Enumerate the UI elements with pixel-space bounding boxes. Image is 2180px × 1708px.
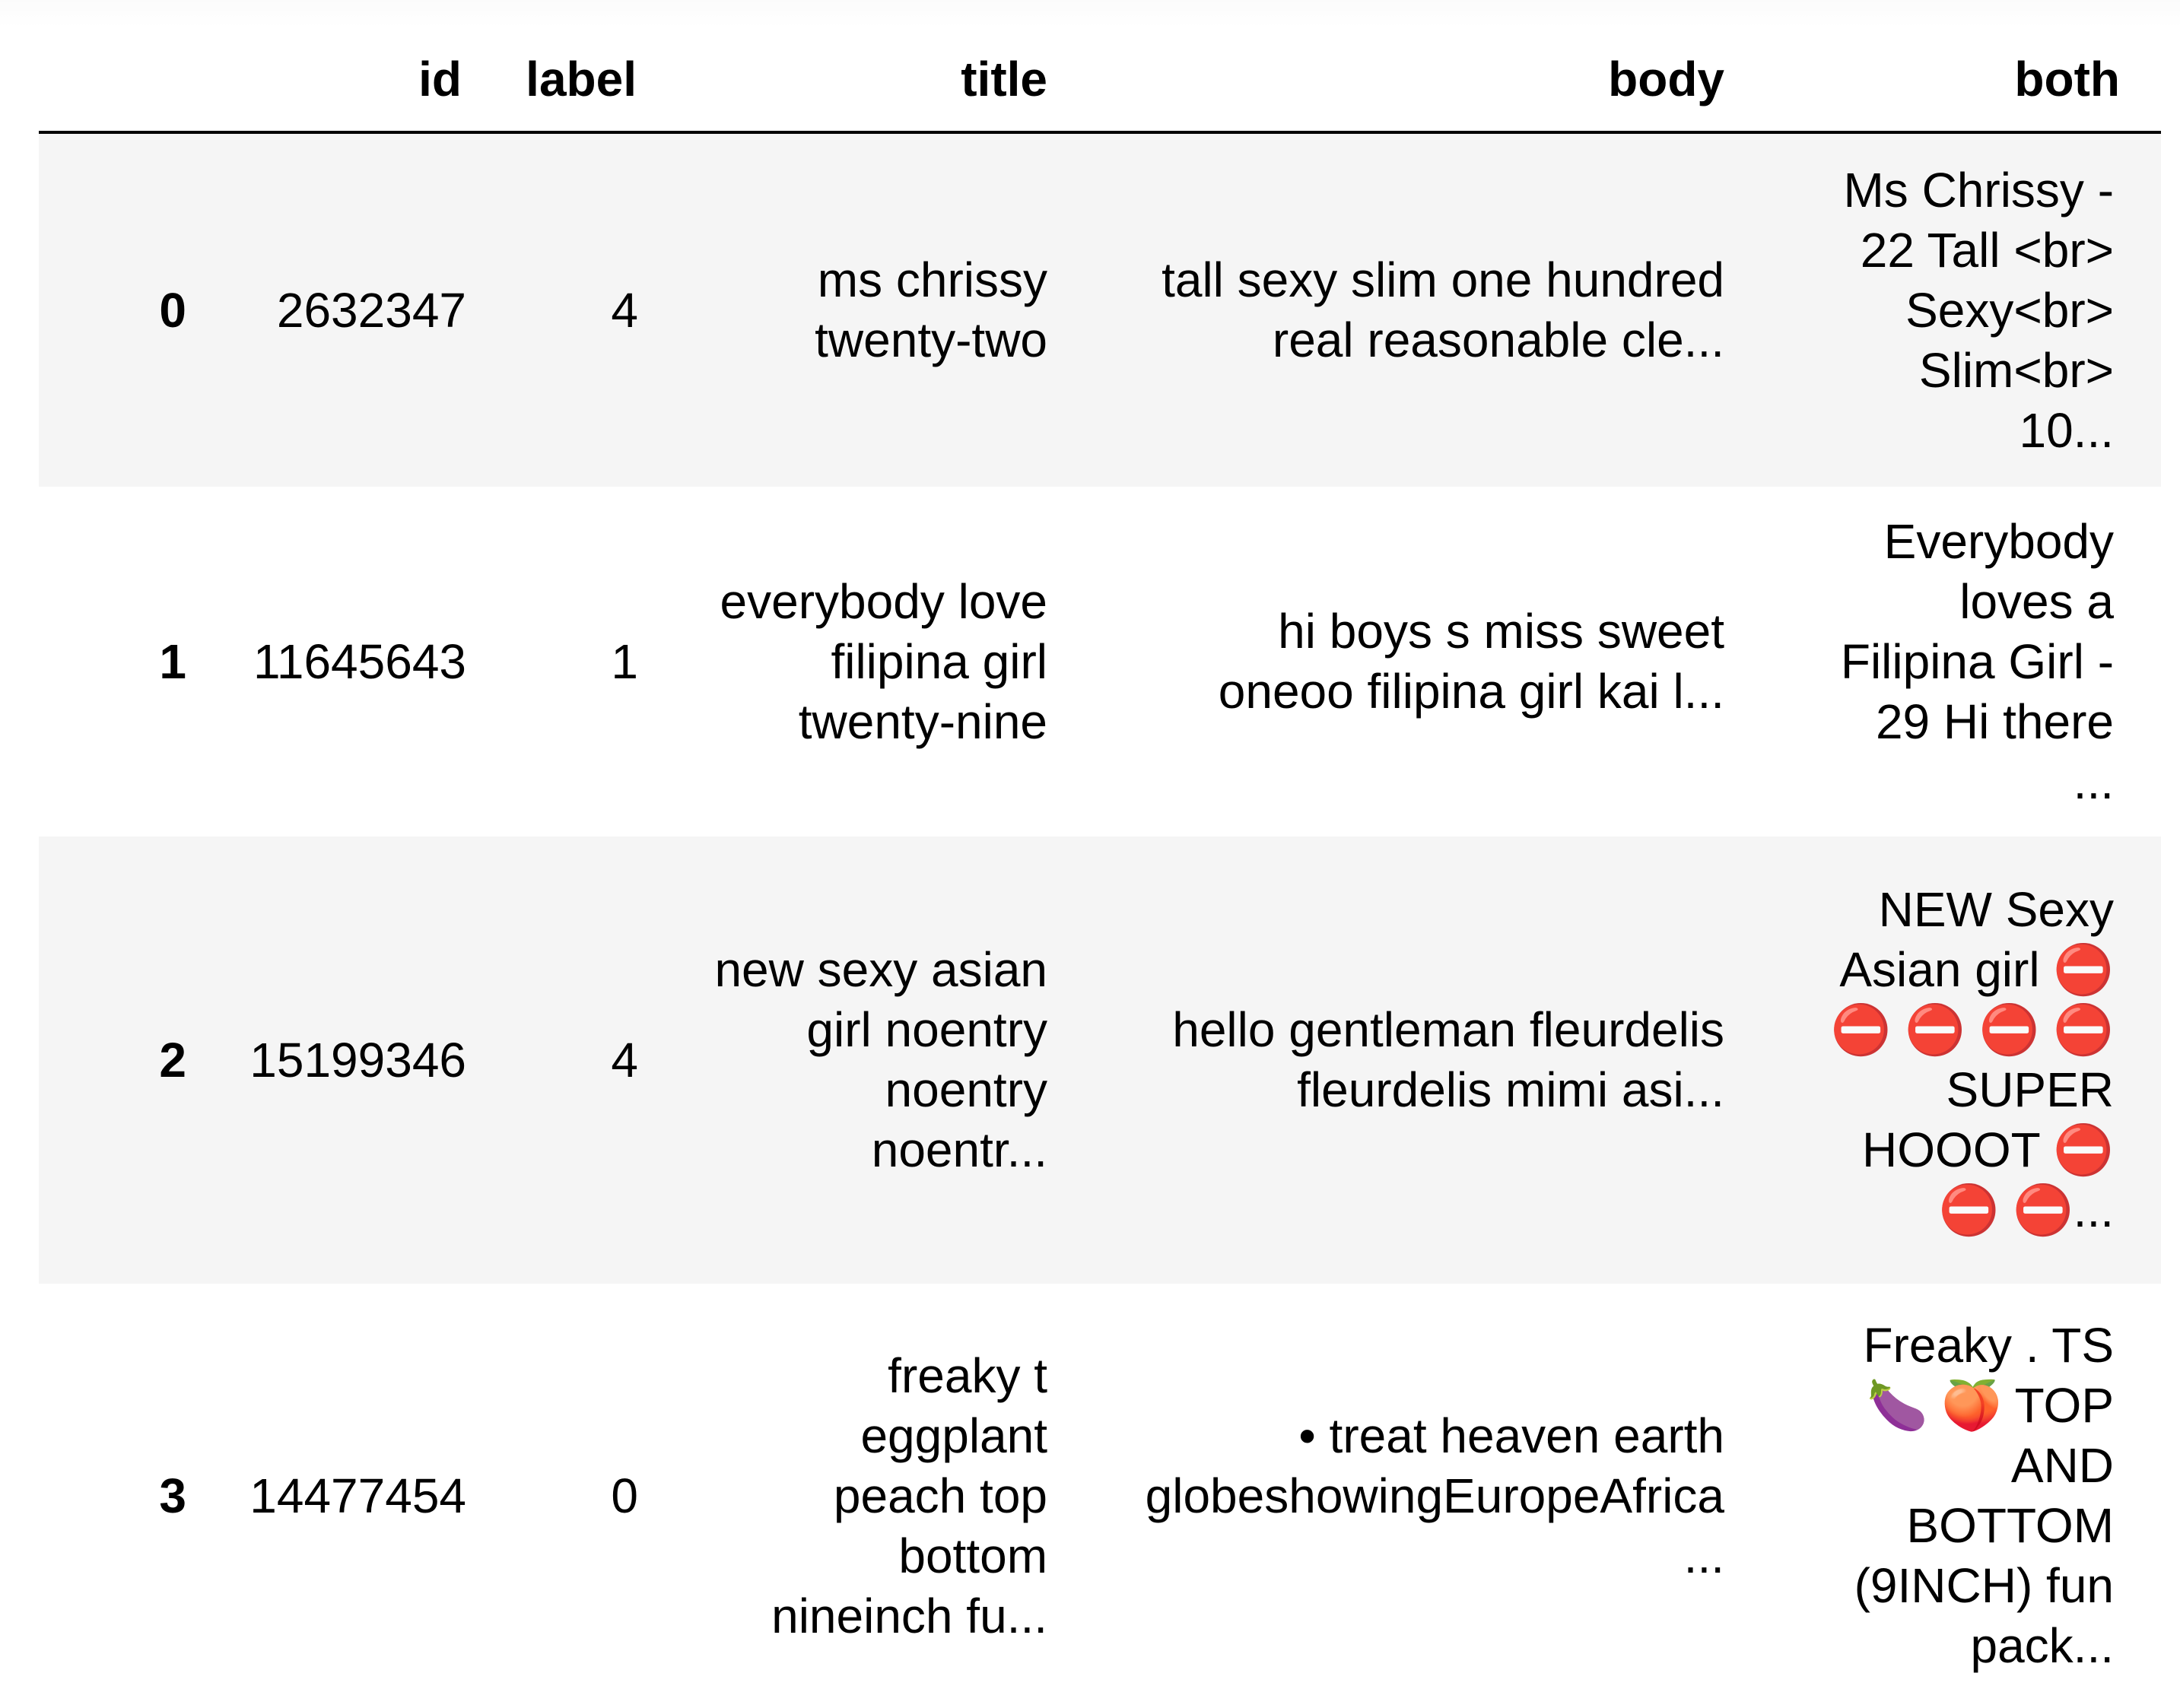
header-body: body [1088, 27, 1765, 134]
dataframe-table: id label title body both 0 2632347 4 ms … [39, 27, 2161, 1708]
table-body: 0 2632347 4 ms chrissy twenty-two tall s… [39, 132, 2161, 1708]
header-index [39, 27, 221, 134]
header-title: title [678, 27, 1088, 134]
cell-label: 4 [611, 1032, 638, 1087]
cell-both: Ms Chrissy - 22 Tall <br> Sexy<br> Slim<… [1843, 162, 2114, 458]
cell-id: 11645643 [253, 633, 466, 689]
header-both: both [1765, 27, 2161, 134]
header-id: id [221, 27, 503, 134]
cell-label: 4 [611, 282, 638, 338]
cell-label: 0 [611, 1468, 638, 1523]
row-index: 2 [159, 1032, 186, 1087]
table-header: id label title body both [39, 27, 2161, 134]
cell-body: hello gentleman fleurdelis fleurdelis mi… [1172, 1002, 1724, 1117]
table-row: 2 15199346 4 new sexy asian girl noentry… [39, 837, 2161, 1284]
header-row: id label title body both [39, 27, 2161, 134]
cell-title: freaky t eggplant peach top bottom ninei… [771, 1348, 1047, 1643]
table-row: 1 11645643 1 everybody love filipina gir… [39, 487, 2161, 837]
row-index: 3 [159, 1468, 186, 1523]
cell-body: • treat heaven earth globeshowingEuropeA… [1145, 1408, 1724, 1583]
cell-title: new sexy asian girl noentry noentry noen… [714, 942, 1047, 1177]
cell-id: 14477454 [249, 1468, 466, 1523]
cell-body: hi boys s miss sweet oneoo filipina girl… [1218, 604, 1724, 719]
cell-id: 2632347 [276, 282, 466, 338]
table-row: 3 14477454 0 freaky t eggplant peach top… [39, 1284, 2161, 1708]
notebook-output-top [0, 0, 2180, 27]
cell-id: 15199346 [249, 1032, 466, 1087]
dataframe-output: id label title body both 0 2632347 4 ms … [39, 27, 2161, 1708]
cell-label: 1 [611, 633, 638, 689]
cell-both: Everybody loves a Filipina Girl - 29 Hi … [1840, 513, 2114, 809]
row-index: 0 [159, 282, 186, 338]
cell-title: ms chrissy twenty-two [815, 252, 1047, 367]
cell-both: Freaky . TS 🍆 🍑 TOP AND BOTTOM (9INCH) f… [1854, 1318, 2114, 1673]
cell-both: NEW Sexy Asian girl ⛔ ⛔ ⛔ ⛔ ⛔ SUPER HOOO… [1830, 882, 2114, 1237]
cell-body: tall sexy slim one hundred real reasonab… [1162, 252, 1724, 367]
row-index: 1 [159, 633, 186, 689]
cell-title: everybody love filipina girl twenty-nine [720, 573, 1047, 749]
header-label: label [503, 27, 678, 134]
table-row: 0 2632347 4 ms chrissy twenty-two tall s… [39, 132, 2161, 487]
